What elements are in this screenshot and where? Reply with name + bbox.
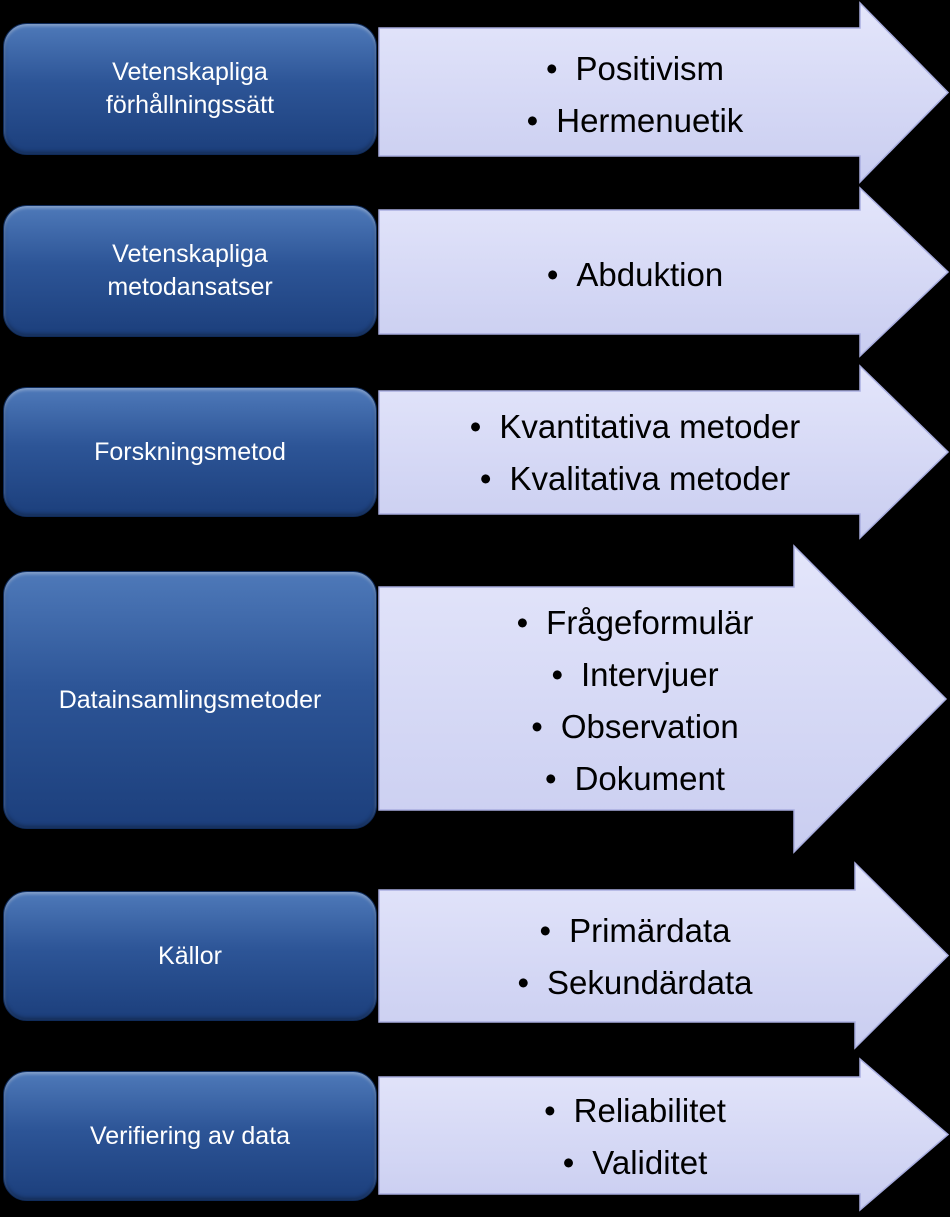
list-item: Frågeformulär (517, 597, 753, 649)
row-bullets-1: Positivism Hermenuetik (380, 43, 890, 147)
row-box-1: Vetenskapliga förhållningssätt (3, 23, 377, 155)
list-item: Observation (531, 701, 739, 753)
row-title: Datainsamlingsmetoder (58, 685, 322, 714)
list-item: Primärdata (540, 905, 730, 957)
row-box-6: Verifiering av data (3, 1071, 377, 1201)
row-box-4: Datainsamlingsmetoder (3, 571, 377, 829)
list-item: Intervjuer (551, 649, 719, 701)
list-item: Reliabilitet (544, 1085, 726, 1137)
list-item: Validitet (563, 1137, 707, 1189)
row-title: Vetenskapliga förhållningssätt (105, 58, 275, 119)
list-item: Positivism (546, 43, 725, 95)
row-bullets-5: Primärdata Sekundärdata (380, 905, 890, 1009)
list-item: Abduktion (547, 249, 723, 301)
row-bullets-6: Reliabilitet Validitet (380, 1085, 890, 1189)
row-title: Källor (158, 941, 222, 970)
list-item: Kvalitativa metoder (480, 453, 790, 505)
row-box-3: Forskningsmetod (3, 387, 377, 517)
row-title: Vetenskapliga metodansatser (107, 240, 273, 301)
list-item: Hermenuetik (527, 95, 743, 147)
list-item: Kvantitativa metoder (470, 401, 800, 453)
row-title: Forskningsmetod (94, 437, 286, 466)
row-title: Verifiering av data (89, 1121, 291, 1150)
row-bullets-2: Abduktion (380, 249, 890, 301)
list-item: Dokument (545, 753, 725, 805)
row-bullets-4: Frågeformulär Intervjuer Observation Dok… (380, 597, 890, 805)
list-item: Sekundärdata (517, 957, 753, 1009)
row-box-5: Källor (3, 891, 377, 1021)
row-box-2: Vetenskapliga metodansatser (3, 205, 377, 337)
row-bullets-3: Kvantitativa metoder Kvalitativa metoder (380, 401, 890, 505)
